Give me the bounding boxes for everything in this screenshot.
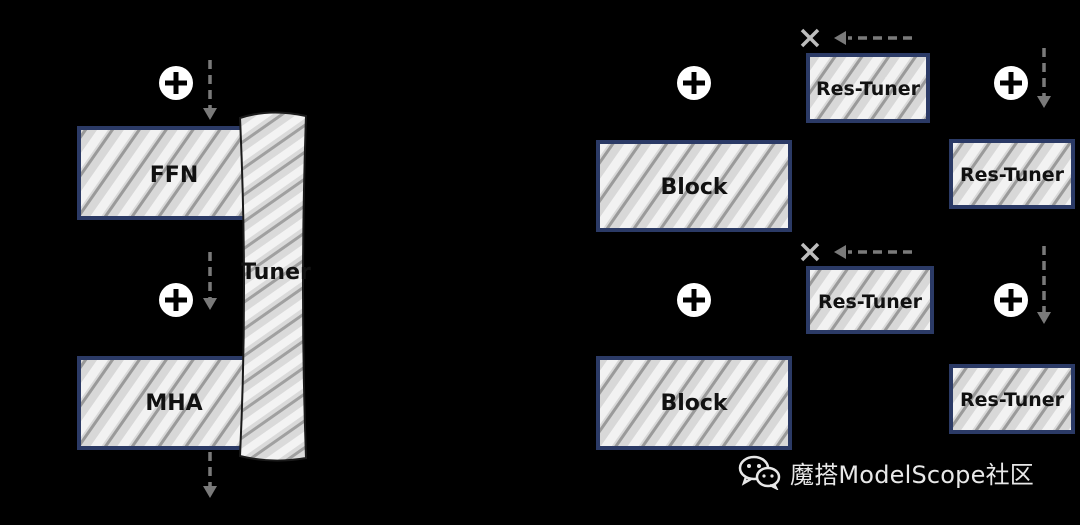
tuner-block: Tuner: [238, 111, 311, 462]
close-icon: [800, 28, 820, 48]
res-tuner-top-1: Res-Tuner: [806, 53, 930, 123]
left-architecture: FFN MHA Tuner: [77, 60, 311, 498]
res-tuner-top-1-label: Res-Tuner: [816, 78, 921, 100]
add-operator-top-left: [159, 66, 193, 100]
block-top: Block: [596, 140, 792, 232]
watermark-text: 魔搭ModelScope社区: [790, 460, 1034, 489]
close-icon: [800, 242, 820, 262]
wechat-icon: [738, 455, 781, 490]
mha-label: MHA: [145, 391, 202, 416]
stop-gradient-top: [800, 28, 912, 48]
tuner-label: Tuner: [241, 260, 311, 285]
res-tuner-top-2-label: Res-Tuner: [960, 164, 1065, 186]
add-operator-bottom-res: [994, 283, 1028, 317]
res-tuner-bottom-1: Res-Tuner: [806, 266, 934, 334]
add-operator-middle-left: [159, 283, 193, 317]
stop-gradient-bottom: [800, 242, 912, 262]
add-operator-bottom-block: [677, 283, 711, 317]
add-operator-top-block: [677, 66, 711, 100]
block-bottom-label: Block: [660, 391, 728, 416]
ffn-label: FFN: [150, 163, 198, 188]
right-architecture: Block Res-Tuner Res-Tuner: [596, 28, 1075, 450]
res-tuner-top-2: Res-Tuner: [949, 139, 1075, 209]
ffn-block: FFN: [77, 126, 249, 220]
block-top-label: Block: [660, 175, 728, 200]
watermark: 魔搭ModelScope社区: [738, 454, 1034, 490]
res-tuner-bottom-2-label: Res-Tuner: [960, 389, 1065, 411]
add-operator-top-res: [994, 66, 1028, 100]
block-bottom: Block: [596, 356, 792, 450]
mha-block: MHA: [77, 356, 249, 450]
res-tuner-bottom-1-label: Res-Tuner: [818, 291, 923, 313]
res-tuner-bottom-2: Res-Tuner: [949, 364, 1075, 434]
